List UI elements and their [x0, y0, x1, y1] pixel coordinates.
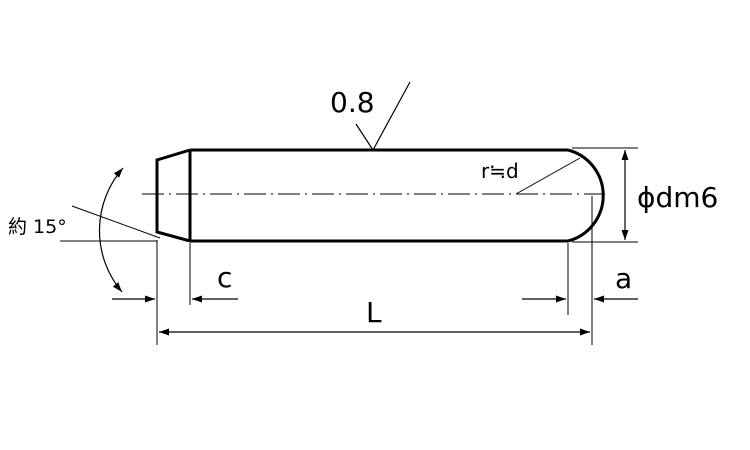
chamfer-angle-leader: [71, 205, 161, 239]
pin-body-outline: [155, 148, 605, 243]
diameter-label: ϕdm6: [637, 181, 718, 214]
chamfer-length-label: c: [217, 261, 232, 294]
chamfer-angle-label: 約 15°: [8, 216, 67, 238]
length-label: L: [366, 296, 382, 329]
roughness-leader: [372, 81, 411, 151]
chamfer-angle-arc: [98, 167, 124, 293]
tip-radius-label: r≒d: [481, 159, 519, 183]
radius-leader: [515, 157, 581, 195]
end-a-label: a: [615, 262, 632, 295]
roughness-leader-arm: [355, 123, 374, 151]
roughness-label: 0.8: [330, 86, 375, 119]
